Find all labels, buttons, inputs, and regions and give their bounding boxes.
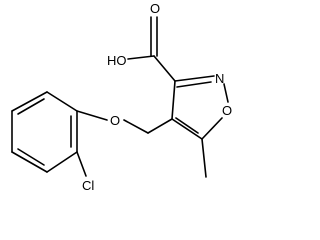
bond-o-c5 xyxy=(201,117,223,140)
bond-c3-n-a xyxy=(174,75,215,82)
bond-benz-inner-b xyxy=(17,148,45,166)
atom-label-ether-oxygen: O xyxy=(110,113,120,128)
bond-c3-cooh xyxy=(153,55,176,82)
bond-c3-n-b xyxy=(176,81,212,88)
atom-label-carbonyl-oxygen: O xyxy=(150,1,160,16)
atom-label-ring-nitrogen: N xyxy=(215,71,224,86)
bond-c5-c4-b xyxy=(175,117,199,134)
atom-label-ring-oxygen: O xyxy=(222,103,232,118)
bond-c5-methyl xyxy=(201,138,207,178)
bond-c4-ch2 xyxy=(147,118,173,134)
bond-c-oh xyxy=(127,55,155,60)
atom-label-chlorine: Cl xyxy=(82,178,94,193)
bond-benz-2-3 xyxy=(11,91,48,112)
bond-ch2-o xyxy=(123,119,149,134)
bond-aryl-cl xyxy=(76,151,87,177)
bond-n-o xyxy=(223,83,229,103)
bond-o-aryl xyxy=(76,110,108,121)
bond-benz-5-6 xyxy=(46,151,78,173)
bond-c4-c3 xyxy=(171,80,176,120)
bond-benz-4-5 xyxy=(11,151,48,173)
bond-c5-c4-a xyxy=(171,118,203,140)
bond-benz-1-2 xyxy=(46,91,78,112)
bond-benz-inner-a xyxy=(17,98,45,115)
atom-label-hydroxyl: HO xyxy=(107,53,127,68)
structure-canvas: HO O N O O Cl xyxy=(11,1,232,193)
chemical-structure: HO O N O O Cl xyxy=(11,1,232,193)
